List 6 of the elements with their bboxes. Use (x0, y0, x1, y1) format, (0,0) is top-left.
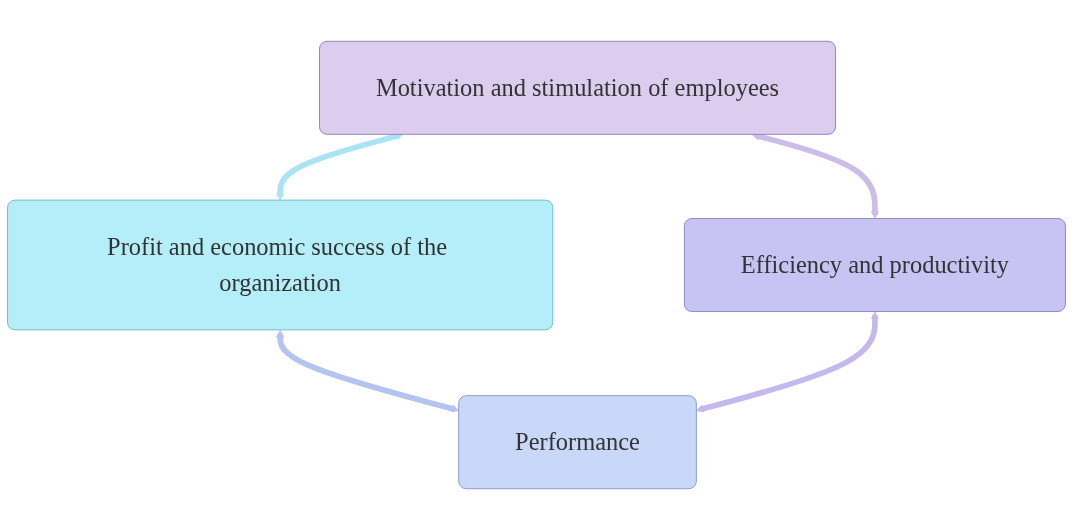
arrow (696, 311, 880, 413)
arrow (276, 329, 460, 413)
node-box: Motivation and stimulation of employees (319, 40, 836, 135)
node-box: Performance (458, 395, 697, 490)
node-box: Efficiency and productivity (683, 218, 1066, 312)
node-box: Profit and economic success of the organization (7, 199, 554, 331)
